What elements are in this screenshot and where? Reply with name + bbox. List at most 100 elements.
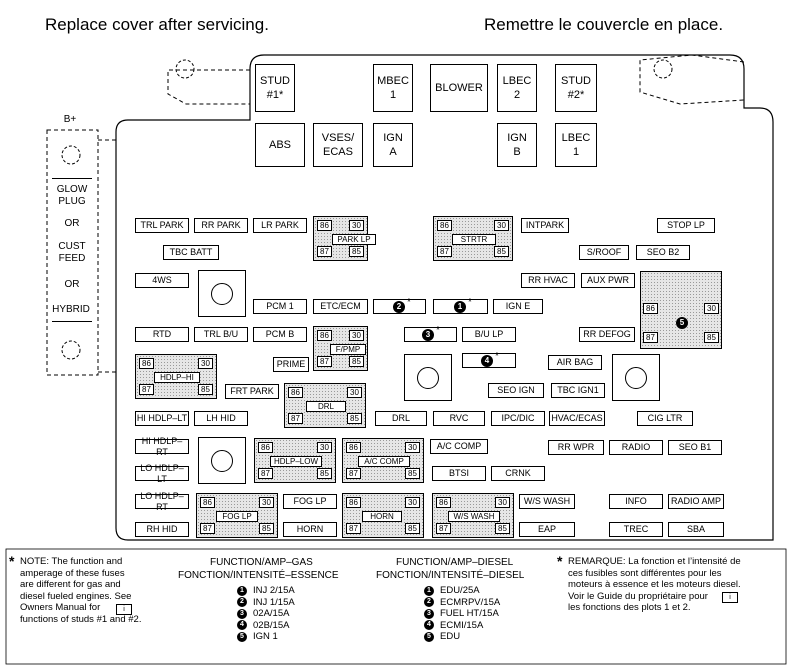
socket-hole-icon [625,367,647,389]
diesel-title-2: FONCTION/INTENSITÉ–DIESEL [376,570,525,581]
relay-fpmp-label: F/PMP [330,344,366,355]
relay-pin: 30 [405,442,420,453]
relay-pin: 87 [437,246,452,257]
relay-pin: 85 [317,468,332,479]
fuse-mbec1: MBEC 1 [373,64,413,112]
relay-pin: 87 [436,523,451,534]
note-left-line: functions of studs #1 and #2. [20,613,142,625]
fuse-radio: RADIO [609,440,663,455]
badge-5-icon: 5 [237,631,247,642]
relay-ac-comp-label: A/C COMP [358,456,410,467]
relay-pin: 86 [346,497,361,508]
relay-pin: 30 [405,497,420,508]
glow-plug-label: GLOW PLUG [56,184,88,207]
relay-pin: 86 [139,358,154,369]
badge-2-icon: 2 [237,597,247,608]
relay-pin: 30 [198,358,213,369]
note-left-line: NOTE: The function and [20,556,123,567]
book-icon: i [722,592,738,603]
fuse-bu-lp: B/U LP [462,327,516,342]
relay-pin: 30 [259,497,274,508]
badge-1-icon: 1 [424,585,434,596]
relay-pin: 86 [317,220,332,231]
relay-pin: 85 [198,384,213,395]
badge-3-icon: 3 [422,329,434,341]
or-label-1: OR [64,218,80,229]
fuse-lo-hdlp-rt: LO HDLP–RT [135,491,189,512]
badge-4-icon: 4 [424,620,434,631]
cust-feed-label: CUST FEED [58,241,86,264]
fuse-ws-wash: W/S WASH [519,494,575,509]
relay-pin: 30 [495,497,510,508]
gas-item-label: INJ 2/15A [253,585,295,596]
fuse-ign-e: IGN E [493,299,543,314]
relay-pin: 30 [347,387,362,398]
fuse-seo-b1: SEO B1 [668,440,722,455]
side-divider-2 [52,321,92,322]
fuse-tbc-ign1: TBC IGN1 [551,383,605,398]
relay-pin: 85 [349,356,364,367]
fuse-fog-lp: FOG LP [283,494,337,509]
diesel-item-label: ECMI/15A [440,619,484,631]
relay-pin: 86 [643,303,658,314]
note-right-line: ces fusibles sont différentes pour les [568,567,722,579]
relay-pin: 86 [288,387,303,398]
fuse-ipc-dic: IPC/DIC [491,411,545,426]
fuse-ign-b: IGN B [497,123,537,167]
fuse-rvc: RVC [433,411,485,426]
fuse-tbc-batt: TBC BATT [163,245,219,260]
fuse-rr-park: RR PARK [194,218,248,233]
socket-hole-icon [417,367,439,389]
fuse-intpark: INTPARK [521,218,569,233]
relay-fog-lp-label: FOG LP [216,511,258,522]
badge-2-icon: 2 [393,301,405,313]
fuse-hvac-ecas: HVAC/ECAS [549,411,605,426]
note-left-line: diesel fueled engines. See [20,590,132,602]
note-right-line: Voir le Guide du propriétaire pour [568,590,708,602]
fuse-lbec1: LBEC 1 [555,123,597,167]
note-left-line: amperage of these fuses [20,567,125,579]
relay-strtr-label: STRTR [452,234,496,245]
gas-title-2: FONCTION/INTENSITÉ–ESSENCE [178,570,339,581]
badge-2-icon: 2 [424,597,434,608]
fuse-trl-bu: TRL B/U [194,327,248,342]
relay-pin: 85 [405,468,420,479]
fuse-abs: ABS [255,123,305,167]
relay-pin: 87 [317,246,332,257]
asterisk: * [495,351,499,362]
note-left-line: Owners Manual for [20,602,101,613]
fuse-lr-park: LR PARK [253,218,307,233]
fuse-trl-park: TRL PARK [135,218,189,233]
note-right-line: moteurs à essence et les moteurs diesel. [568,579,741,590]
book-icon: i [116,604,132,615]
fuse-s-roof: S/ROOF [579,245,629,260]
relay-pin: 30 [704,303,719,314]
relay-pin: 87 [346,468,361,479]
fuse-aux-pwr: AUX PWR [581,273,635,288]
relay-pin: 86 [346,442,361,453]
relay-pin: 85 [349,246,364,257]
note-right-line: REMARQUE: La fonction et l’intensité de [568,556,741,567]
fuse-rr-hvac: RR HVAC [521,273,575,288]
fuse-lbec2: LBEC 2 [497,64,537,112]
diesel-item-label: EDU [440,631,461,642]
fuse-cig-ltr: CIG LTR [637,411,693,426]
badge-5-icon: 5 [424,631,434,642]
note-asterisk-left: * [9,553,15,569]
or-label-2: OR [64,279,80,290]
diesel-item-label: EDU/25A [440,585,480,596]
relay-pin: 87 [346,523,361,534]
gas-title-1: FUNCTION/AMP–GAS [210,557,313,568]
relay-pin: 30 [494,220,509,231]
note-left-line: are different for gas and [20,579,121,590]
relay-pin: 85 [347,413,362,424]
